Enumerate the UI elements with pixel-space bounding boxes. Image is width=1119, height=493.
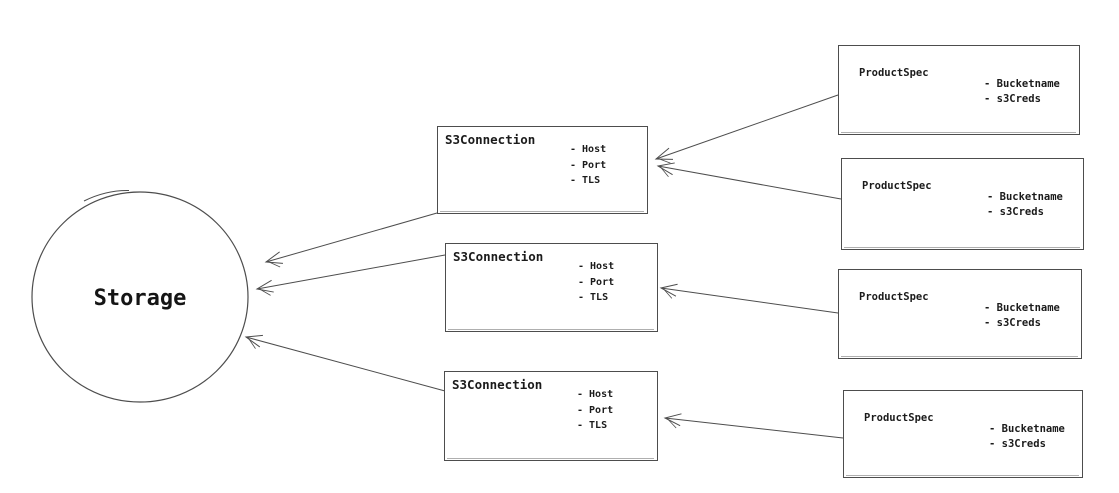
arrow-S3Connection-3-to-Storage — [244, 334, 446, 392]
edge-arrowhead-sketch-stroke — [657, 157, 671, 164]
edge-arrowhead-sketch-stroke — [258, 288, 271, 296]
s3connection-node-1: S3Connection - Host - Port - TLS — [437, 126, 648, 214]
arrow-ProductSpec-3-to-S3Connection-2 — [659, 283, 839, 314]
attribute-host: - Host — [570, 144, 607, 155]
productspec-node-1: ProductSpec - Bucketname - s3Creds — [838, 45, 1080, 135]
attribute-bucketname: - Bucketname — [989, 423, 1065, 435]
attribute-host: - Host — [578, 261, 615, 272]
attribute-bucketname: - Bucketname — [984, 302, 1060, 314]
attribute-s3creds: - s3Creds — [987, 206, 1044, 218]
attribute-s3creds: - s3Creds — [989, 438, 1046, 450]
arrow-ProductSpec-2-to-S3Connection-1 — [656, 162, 842, 200]
attribute-port: - Port — [577, 404, 614, 416]
edge-arrowhead — [663, 413, 682, 427]
productspec-node-4: ProductSpec - Bucketname - s3Creds — [843, 390, 1083, 478]
attribute-port: - Port — [578, 276, 615, 288]
productspec-label: ProductSpec — [862, 180, 932, 192]
attribute-tls: - TLS — [577, 420, 608, 431]
productspec-label: ProductSpec — [864, 412, 934, 424]
arrow-ProductSpec-1-to-S3Connection-1 — [654, 94, 839, 164]
attribute-bucketname: - Bucketname — [987, 191, 1063, 203]
edge-arrowhead-sketch-stroke — [666, 417, 677, 429]
node-attributes: - Bucketname - s3Creds — [989, 422, 1065, 452]
attribute-bucketname: - Bucketname — [984, 78, 1060, 90]
productspec-node-2: ProductSpec - Bucketname - s3Creds — [841, 158, 1084, 250]
edge-arrowhead — [264, 251, 283, 264]
arrow-S3Connection-1-to-Storage — [264, 212, 438, 268]
s3connection-label: S3Connection — [452, 377, 543, 392]
node-attributes: - Host - Port - TLS — [577, 387, 613, 434]
node-attributes: - Host - Port - TLS — [578, 259, 614, 306]
edge-line — [655, 94, 839, 160]
attribute-port: - Port — [570, 159, 607, 171]
edge-line — [256, 254, 446, 290]
edge-arrowhead — [654, 147, 674, 160]
productspec-node-3: ProductSpec - Bucketname - s3Creds — [838, 269, 1082, 359]
node-attributes: - Host - Port - TLS — [570, 142, 606, 189]
edge-arrowhead — [255, 279, 274, 293]
edge-line — [657, 165, 842, 200]
node-attributes: - Bucketname - s3Creds — [984, 77, 1060, 107]
productspec-label: ProductSpec — [859, 67, 929, 79]
node-attributes: - Bucketname - s3Creds — [984, 301, 1060, 331]
edge-line — [664, 417, 844, 439]
edge-arrowhead-sketch-stroke — [659, 166, 669, 177]
s3connection-label: S3Connection — [453, 249, 544, 264]
s3connection-label: S3Connection — [445, 132, 536, 147]
s3connection-node-2: S3Connection - Host - Port - TLS — [445, 243, 658, 332]
edge-arrowhead — [244, 334, 263, 348]
edge-line — [265, 212, 438, 263]
edge-line — [245, 336, 446, 392]
edge-arrowhead-sketch-stroke — [247, 337, 256, 349]
attribute-s3creds: - s3Creds — [984, 317, 1041, 329]
edge-arrowhead — [656, 162, 675, 176]
edge-arrowhead-sketch-stroke — [662, 288, 673, 299]
edge-arrowhead-sketch-stroke — [267, 261, 281, 268]
edge-line — [660, 287, 839, 314]
edge-arrowhead — [659, 283, 678, 297]
s3connection-node-3: S3Connection - Host - Port - TLS — [444, 371, 658, 461]
storage-node-label: Storage — [93, 286, 187, 311]
arrow-S3Connection-2-to-Storage — [255, 254, 446, 296]
attribute-s3creds: - s3Creds — [984, 93, 1041, 105]
storage-circle — [31, 191, 249, 403]
arrow-ProductSpec-4-to-S3Connection-3 — [663, 413, 844, 439]
node-attributes: - Bucketname - s3Creds — [987, 190, 1063, 220]
productspec-label: ProductSpec — [859, 291, 929, 303]
storage-circle-sketch-stroke — [83, 189, 130, 202]
attribute-tls: - TLS — [570, 175, 601, 186]
attribute-host: - Host — [577, 389, 614, 400]
attribute-tls: - TLS — [578, 292, 609, 303]
